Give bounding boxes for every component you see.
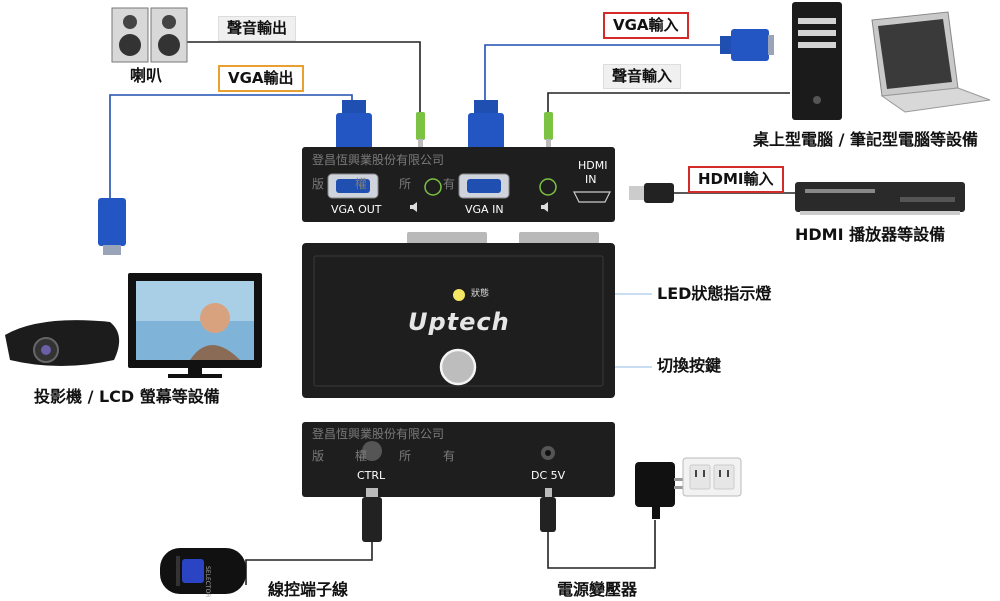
status-led-label: 狀態 — [471, 289, 490, 299]
rights-char: 有 — [443, 449, 456, 463]
control-cable-label: 線控端子線 — [268, 580, 349, 599]
power-adapter-label: 電源變壓器 — [557, 580, 638, 599]
audio-in-cable — [547, 92, 790, 118]
vga-output-tag: VGA輸出 — [218, 65, 304, 92]
status-led — [453, 289, 465, 301]
pc-devices-label: 桌上型電腦 / 筆記型電腦等設備 — [753, 130, 978, 149]
cables — [109, 41, 795, 585]
remote-selector-label: SELECTOR — [204, 566, 211, 598]
wall-outlet-icon — [682, 457, 742, 497]
ctrl-cable — [245, 540, 373, 585]
switch-button-label: 切換按鍵 — [657, 356, 722, 375]
company-watermark-bottom: 登昌恆興業股份有限公司 — [312, 427, 445, 441]
company-watermark-top: 登昌恆興業股份有限公司 — [312, 153, 445, 167]
vga-connector-icon — [720, 29, 774, 61]
projector-devices-label: 投影機 / LCD 螢幕等設備 — [34, 387, 220, 406]
vga-in-cable — [484, 44, 722, 103]
audio-input-tag: 聲音輸入 — [603, 64, 682, 89]
vga-in-port-label: VGA IN — [465, 203, 504, 216]
rights-char: 權 — [355, 177, 368, 191]
vga-input-tag: VGA輸入 — [603, 12, 689, 39]
vga-connector-icon — [98, 198, 126, 255]
speaker-label: 喇叭 — [130, 66, 163, 85]
rights-char: 版 — [312, 177, 325, 191]
dc-plug-icon — [540, 488, 556, 532]
remote-selector-icon — [160, 548, 246, 594]
switch-button — [439, 348, 477, 386]
rights-char: 所 — [399, 177, 412, 191]
rights-char: 權 — [355, 449, 368, 463]
led-label: LED狀態指示燈 — [657, 284, 772, 303]
brand-logo: Uptech — [408, 308, 510, 336]
speaker-icon — [111, 7, 188, 63]
media-player-icon — [795, 182, 965, 215]
desktop-pc-icon — [792, 2, 842, 120]
hdmi-plug-icon — [629, 183, 674, 203]
port-sockets — [327, 173, 611, 212]
rights-char: 有 — [443, 177, 456, 191]
lcd-monitor-icon — [128, 273, 262, 378]
hdmi-in-port-label: IN — [585, 173, 597, 186]
dc-cable — [547, 520, 656, 569]
bottom-panel — [302, 422, 615, 497]
projector-icon — [5, 320, 120, 366]
hdmi-player-label: HDMI 播放器等設備 — [795, 225, 946, 244]
hdmi-input-tag: HDMI輸入 — [688, 166, 784, 193]
ctrl-port-label: CTRL — [357, 469, 386, 482]
vga-out-port-label: VGA OUT — [331, 203, 382, 216]
power-adapter-icon — [635, 462, 684, 519]
rights-char: 所 — [399, 449, 412, 463]
ctrl-plug-icon — [362, 488, 382, 542]
hdmi-in-port-label: HDMI — [578, 159, 608, 172]
device-connectors — [407, 232, 599, 244]
audio-out-cable — [187, 41, 421, 118]
audio-output-tag: 聲音輸出 — [218, 16, 297, 41]
vga-out-cable — [109, 94, 353, 198]
dc-port-label: DC 5V — [531, 469, 566, 482]
switch-body — [302, 243, 615, 398]
rights-char: 版 — [312, 449, 325, 463]
laptop-icon — [871, 11, 991, 113]
